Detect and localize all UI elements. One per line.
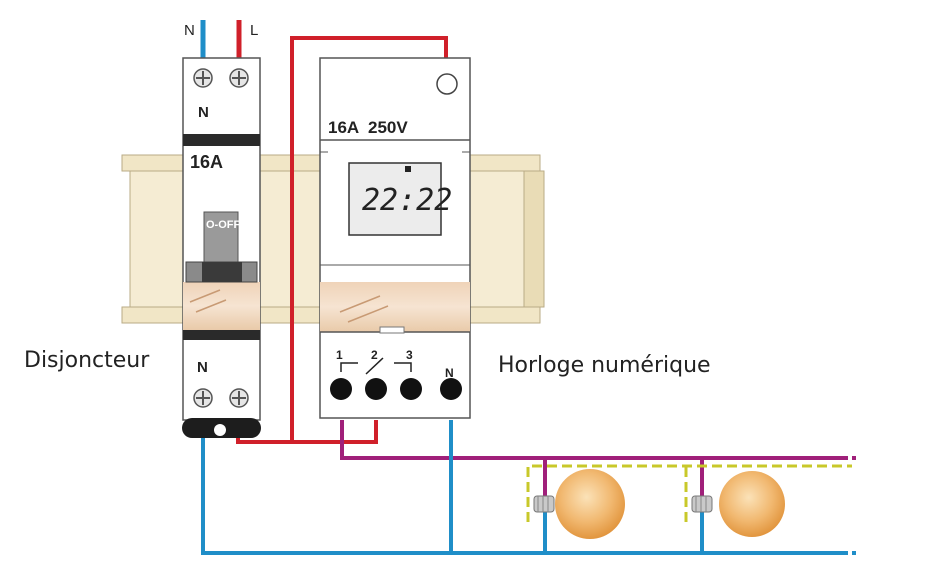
live-supply-label: L [250,22,258,39]
timer-terminal-1-label: 1 [336,348,343,362]
breaker-module [182,57,261,438]
wiring [201,36,856,555]
breaker-caption: Disjoncteur [24,348,150,373]
earth-wire [526,464,852,522]
timer-terminals [330,378,462,400]
breaker-top-n-label: N [198,104,209,121]
timer-terminal-schematic [340,357,412,375]
breaker-bottom-n-label: N [197,359,208,376]
light-bulb-2 [691,471,785,537]
supply-wires [200,20,242,58]
breaker-switch-label: O-OFF [206,219,240,231]
neutral-supply-label: N [184,22,195,39]
timer-caption: Horloge numérique [498,353,711,378]
breaker-rating: 16A [190,152,223,172]
timer-display: 22:22 [362,183,452,218]
light-bulb-1 [533,469,625,539]
timer-terminal-3-label: 3 [406,348,413,362]
timer-terminal-2-label: 2 [371,348,378,362]
breaker-top-screws [193,68,249,88]
timer-terminal-n-label: N [445,366,454,380]
breaker-bottom-screws [193,388,249,436]
timer-rating: 16A 250V [328,118,408,137]
timer-module [319,57,471,419]
